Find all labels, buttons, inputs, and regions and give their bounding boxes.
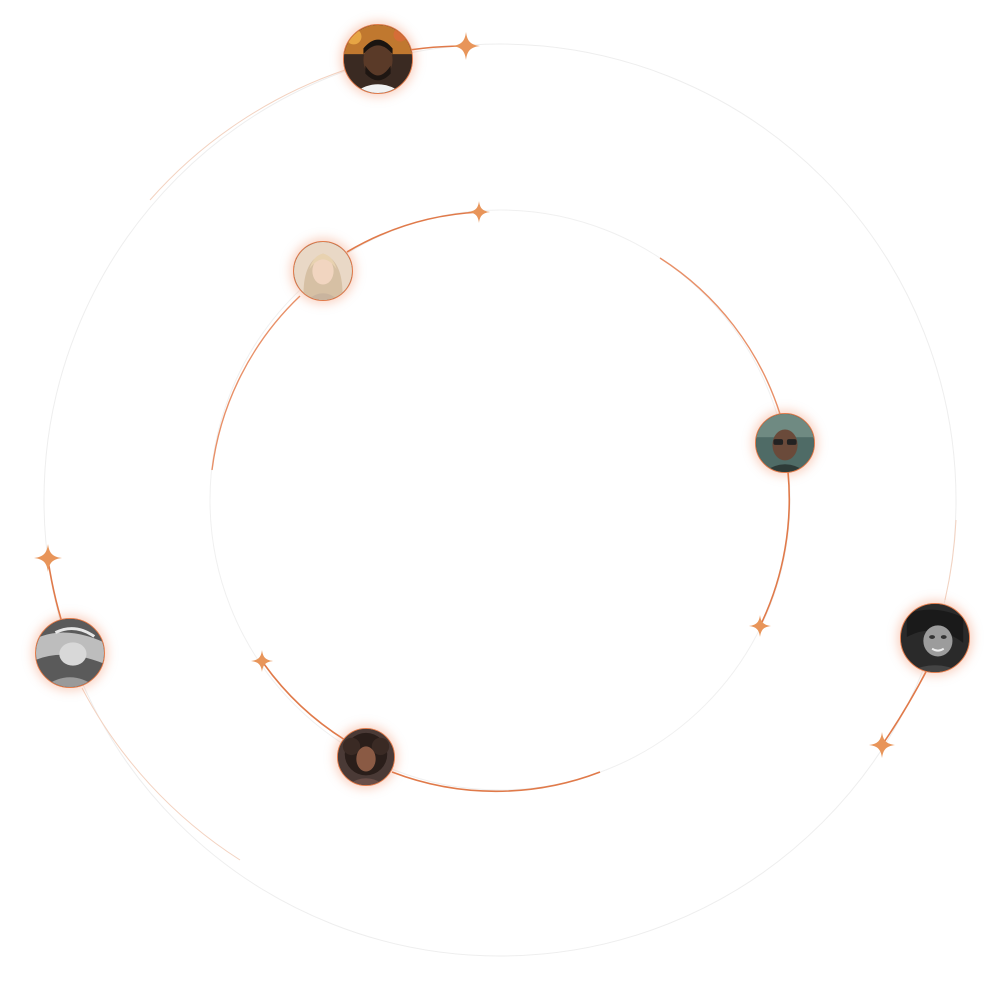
avatar-woman-curly [337,728,395,786]
sparkle-star-icon [468,201,490,223]
inner-arc-top [346,211,480,253]
outer-orbit-ring [43,43,957,957]
sparkle-star-icon [452,32,480,60]
sparkle-star-icon [749,615,771,637]
person-photo-icon [294,242,352,300]
inner-arc-bottom [391,771,601,793]
inner-arc-bottom-left [263,663,346,741]
sparkle-star-icon [251,650,273,672]
inner-arc-right-lower [761,471,791,623]
outer-arc-top-left-fade [149,69,346,201]
sparkle-star-icon [34,544,62,572]
inner-arc-right-upper [659,257,781,415]
avatar-man-glasses [755,413,815,473]
avatar-man-beard [343,24,413,94]
person-photo-icon [756,414,814,472]
person-photo-icon [338,729,394,785]
inner-arc-left [211,295,301,471]
sparkle-star-icon [869,732,895,758]
person-photo-icon [901,604,969,672]
avatar-woman-bw-left [35,618,105,688]
avatar-woman-bw-right [900,603,970,673]
outer-arc-right [881,667,929,746]
outer-arc-left-fade [81,687,241,861]
outer-arc-right-fade [944,519,957,601]
avatar-woman-blonde [293,241,353,301]
person-photo-icon [344,25,412,93]
person-photo-icon [36,619,104,687]
